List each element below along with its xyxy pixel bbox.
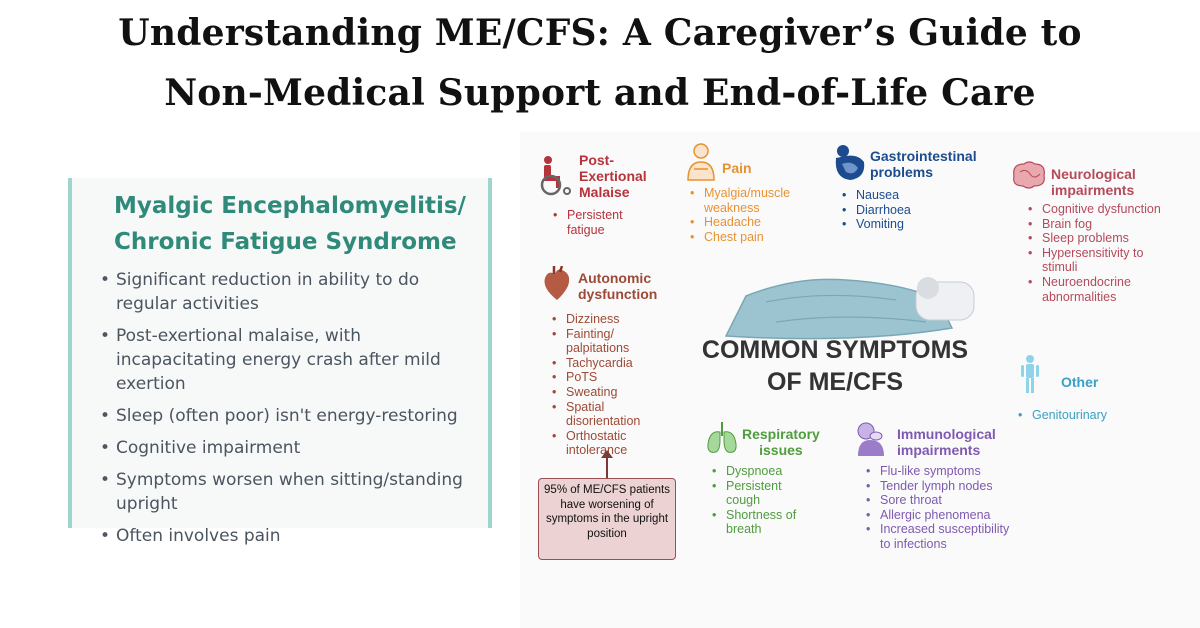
- gi-title: Gastrointestinal problems: [870, 148, 977, 180]
- symptoms-infographic: Post- Exertional Malaise Persistent fati…: [520, 132, 1200, 628]
- resp-title-line-2: issues: [759, 442, 803, 458]
- auto-item: Tachycardia: [552, 356, 670, 371]
- card-heading-line-1: Myalgic Encephalomyelitis/: [114, 193, 466, 219]
- resp-title-line-1: Respiratory: [742, 426, 820, 442]
- pem-list: Persistent fatigue: [553, 208, 653, 237]
- other-list: Genitourinary: [1018, 408, 1128, 423]
- immune-title-line-1: Immunological: [897, 426, 996, 442]
- card-bullet-item: Cognitive impairment: [100, 436, 470, 460]
- gi-title-line-2: problems: [870, 164, 934, 180]
- heart-icon: [544, 266, 570, 300]
- pem-item: Persistent fatigue: [553, 208, 653, 237]
- neuro-title-line-2: impairments: [1051, 182, 1135, 198]
- card-bullet-item: Sleep (often poor) isn't energy-restorin…: [100, 404, 470, 428]
- auto-title-line-1: Autonomic: [578, 270, 652, 286]
- neuro-item: Cognitive dysfunction: [1028, 202, 1163, 217]
- auto-item: Fainting/ palpitations: [552, 327, 670, 356]
- page-title-line-1: Understanding ME/CFS: A Caregiver’s Guid…: [118, 12, 1082, 54]
- immune-item: Flu-like symptoms: [866, 464, 1016, 479]
- other-title: Other: [1061, 374, 1099, 390]
- immune-list: Flu-like symptoms Tender lymph nodes Sor…: [866, 464, 1016, 552]
- auto-title-line-2: dysfunction: [578, 286, 658, 302]
- sick-person-icon: [857, 422, 884, 456]
- card-heading: Myalgic Encephalomyelitis/ Chronic Fatig…: [114, 188, 474, 260]
- auto-item: Spatial disorientation: [552, 400, 670, 429]
- auto-item: PoTS: [552, 370, 670, 385]
- other-item: Genitourinary: [1018, 408, 1128, 423]
- brain-icon: [1013, 161, 1045, 189]
- pain-title: Pain: [722, 160, 752, 176]
- stomach-icon: [835, 145, 865, 180]
- immune-item: Increased susceptibility to infections: [866, 522, 1016, 551]
- upright-worsening-note: 95% of ME/CFS patients have worsening of…: [538, 478, 676, 560]
- neuro-item: Neuroendocrine abnormalities: [1028, 275, 1163, 304]
- neuro-title-line-1: Neurological: [1051, 166, 1136, 182]
- lungs-icon: [707, 422, 737, 453]
- auto-item: Sweating: [552, 385, 670, 400]
- auto-item: Orthostatic intolerance: [552, 429, 670, 458]
- auto-item: Dizziness: [552, 312, 670, 327]
- pain-item: Chest pain: [690, 230, 820, 245]
- auto-title: Autonomic dysfunction: [578, 270, 657, 302]
- resp-title: Respiratory issues: [742, 426, 820, 458]
- main-title-line-2: OF ME/CFS: [766, 368, 904, 396]
- section-other: Other Genitourinary: [1016, 354, 1136, 424]
- gi-title-line-1: Gastrointestinal: [870, 148, 977, 164]
- wheelchair-icon: [540, 156, 571, 196]
- card-bullet-list: Significant reduction in ability to do r…: [100, 268, 470, 556]
- card-bullet-item: Significant reduction in ability to do r…: [100, 268, 470, 316]
- pain-item: Myalgia/muscle weakness: [690, 186, 820, 215]
- page-title-line-2: Non-Medical Support and End-of-Life Care: [164, 72, 1036, 114]
- card-bullet-item: Symptoms worsen when sitting/standing up…: [100, 468, 470, 516]
- auto-list: Dizziness Fainting/ palpitations Tachyca…: [552, 312, 670, 458]
- note-arrow: [606, 454, 608, 478]
- neuro-list: Cognitive dysfunction Brain fog Sleep pr…: [1028, 202, 1163, 304]
- immune-item: Allergic phenomena: [866, 508, 1016, 523]
- neuro-item: Sleep problems: [1028, 231, 1163, 246]
- pem-title-line-2: Exertional: [579, 168, 647, 184]
- section-respiratory: Respiratory issues Dyspnoea Persistent c…: [704, 420, 844, 540]
- pem-title-line-1: Post-: [579, 152, 614, 168]
- pem-title: Post- Exertional Malaise: [579, 152, 647, 200]
- gi-item: Vomiting: [842, 217, 962, 232]
- person-pain-icon: [687, 143, 715, 181]
- section-gastrointestinal: Gastrointestinal problems Nausea Diarrho…: [832, 144, 992, 244]
- immune-item: Tender lymph nodes: [866, 479, 1016, 494]
- section-post-exertional-malaise: Post- Exertional Malaise Persistent fati…: [538, 152, 668, 242]
- resp-item: Persistent cough: [712, 479, 812, 508]
- gi-item: Diarrhoea: [842, 203, 962, 218]
- immune-title-line-2: impairments: [897, 442, 981, 458]
- neuro-title: Neurological impairments: [1051, 166, 1136, 198]
- infographic-main-title: COMMON SYMPTOMS OF ME/CFS: [690, 334, 980, 398]
- immune-item: Sore throat: [866, 493, 1016, 508]
- gi-item: Nausea: [842, 188, 962, 203]
- gi-list: Nausea Diarrhoea Vomiting: [842, 188, 962, 232]
- neuro-item: Hypersensitivity to stimuli: [1028, 246, 1163, 275]
- card-bullet-item: Often involves pain: [100, 524, 470, 548]
- pem-title-line-3: Malaise: [579, 184, 630, 200]
- person-in-bed-illustration: [724, 277, 975, 340]
- section-immunological: Immunological impairments Flu-like sympt…: [852, 420, 1022, 570]
- resp-list: Dyspnoea Persistent cough Shortness of b…: [712, 464, 812, 537]
- neuro-item: Brain fog: [1028, 217, 1163, 232]
- pain-list: Myalgia/muscle weakness Headache Chest p…: [690, 186, 820, 244]
- section-neurological: Neurological impairments Cognitive dysfu…: [1010, 160, 1180, 320]
- section-autonomic: Autonomic dysfunction Dizziness Fainting…: [538, 266, 688, 458]
- mecfs-summary-card: Myalgic Encephalomyelitis/ Chronic Fatig…: [68, 178, 492, 548]
- card-heading-line-2: Chronic Fatigue Syndrome: [114, 229, 457, 255]
- pain-item: Headache: [690, 215, 820, 230]
- human-figure-icon: [1021, 355, 1039, 393]
- card-bullet-item: Post-exertional malaise, with incapacita…: [100, 324, 470, 396]
- resp-item: Shortness of breath: [712, 508, 812, 537]
- main-title-line-1: COMMON SYMPTOMS: [701, 336, 969, 364]
- section-pain: Pain Myalgia/muscle weakness Headache Ch…: [684, 142, 824, 252]
- immune-title: Immunological impairments: [897, 426, 996, 458]
- resp-item: Dyspnoea: [712, 464, 812, 479]
